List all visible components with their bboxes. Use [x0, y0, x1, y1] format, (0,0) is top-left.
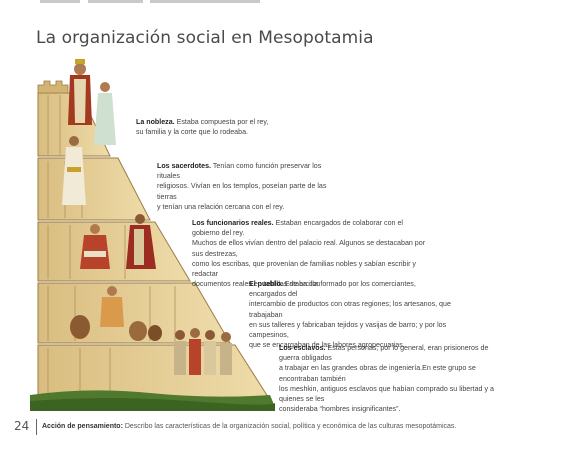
section-nobleza: La nobleza. Estaba compuesta por el rey,… — [136, 117, 286, 137]
figure-priest — [62, 136, 86, 205]
section-pueblo-line: intercambio de productos con otras regio… — [249, 300, 451, 319]
section-sacerdotes-line: Tenían como función preservar los ritual… — [157, 162, 322, 181]
footer-divider — [36, 419, 37, 435]
footer-activity-text: Describo las características de la organ… — [124, 423, 457, 430]
section-nobleza-line: Estaba compuesta por el rey, — [176, 118, 269, 126]
section-sacerdotes: Los sacerdotes. Tenían como función pres… — [157, 161, 327, 212]
section-funcionarios-heading: Los funcionarios reales. — [192, 219, 274, 227]
footer-activity-label: Acción de pensamiento: — [42, 423, 123, 430]
section-funcionarios: Los funcionarios reales. Estaban encarga… — [192, 218, 432, 289]
section-pueblo-line: Estaba conformado por los comerciantes, … — [249, 280, 416, 299]
section-sacerdotes-line: religiosos. Vivían en los templos, poseí… — [157, 182, 327, 201]
section-funcionarios-line: Muchos de ellos vivían dentro del palaci… — [192, 239, 426, 258]
section-sacerdotes-line: y tenían una relación cercana con el rey… — [157, 202, 285, 211]
section-pueblo: El pueblo. Estaba conformado por los com… — [249, 279, 454, 350]
section-esclavos-line: a trabajar en las grandes obras de ingen… — [279, 364, 476, 383]
section-nobleza-line: su familia y la corte que lo rodeaba. — [136, 128, 248, 137]
pottery — [70, 315, 162, 341]
top-decorative-strip — [0, 0, 569, 6]
section-esclavos: Los esclavos. Estas personas, por lo gen… — [279, 343, 509, 414]
footer-activity: Acción de pensamiento: Describo las cara… — [42, 423, 456, 430]
ziggurat-tier-2 — [37, 157, 151, 221]
figure-artisan — [100, 286, 124, 327]
ziggurat-tier-3 — [37, 221, 191, 282]
section-esclavos-line: Estas personas, por lo general, eran pri… — [279, 344, 489, 363]
section-nobleza-heading: La nobleza. — [136, 118, 175, 126]
section-funcionarios-line: como los escribas, que provenían de fami… — [192, 259, 416, 279]
section-sacerdotes-heading: Los sacerdotes. — [157, 162, 212, 170]
page-title: La organización social en Mesopotamia — [36, 28, 374, 48]
section-esclavos-line: los meshkin, antiguos esclavos que había… — [279, 384, 494, 404]
section-funcionarios-line: documentos reales en tablillas de arcill… — [192, 280, 320, 289]
figure-scribe — [80, 224, 110, 269]
section-esclavos-line: consideraba “hombres insignificantes”. — [279, 405, 401, 414]
section-pueblo-line: que se encargaban de las labores agropec… — [249, 341, 405, 350]
section-funcionarios-line: Estaban encargados de colaborar con el g… — [192, 219, 403, 238]
section-pueblo-heading: El pueblo. — [249, 280, 283, 288]
figure-king — [68, 59, 92, 125]
figure-slaves — [174, 328, 232, 375]
section-pueblo-line: en sus talleres y fabricaban tejidos y v… — [249, 320, 447, 340]
figure-queen — [94, 82, 116, 145]
page-footer: 24 Acción de pensamiento: Describo las c… — [0, 417, 569, 441]
ziggurat-illustration — [30, 59, 275, 411]
figure-official — [126, 214, 156, 269]
section-esclavos-heading: Los esclavos. — [279, 344, 326, 352]
page-number: 24 — [14, 419, 30, 433]
